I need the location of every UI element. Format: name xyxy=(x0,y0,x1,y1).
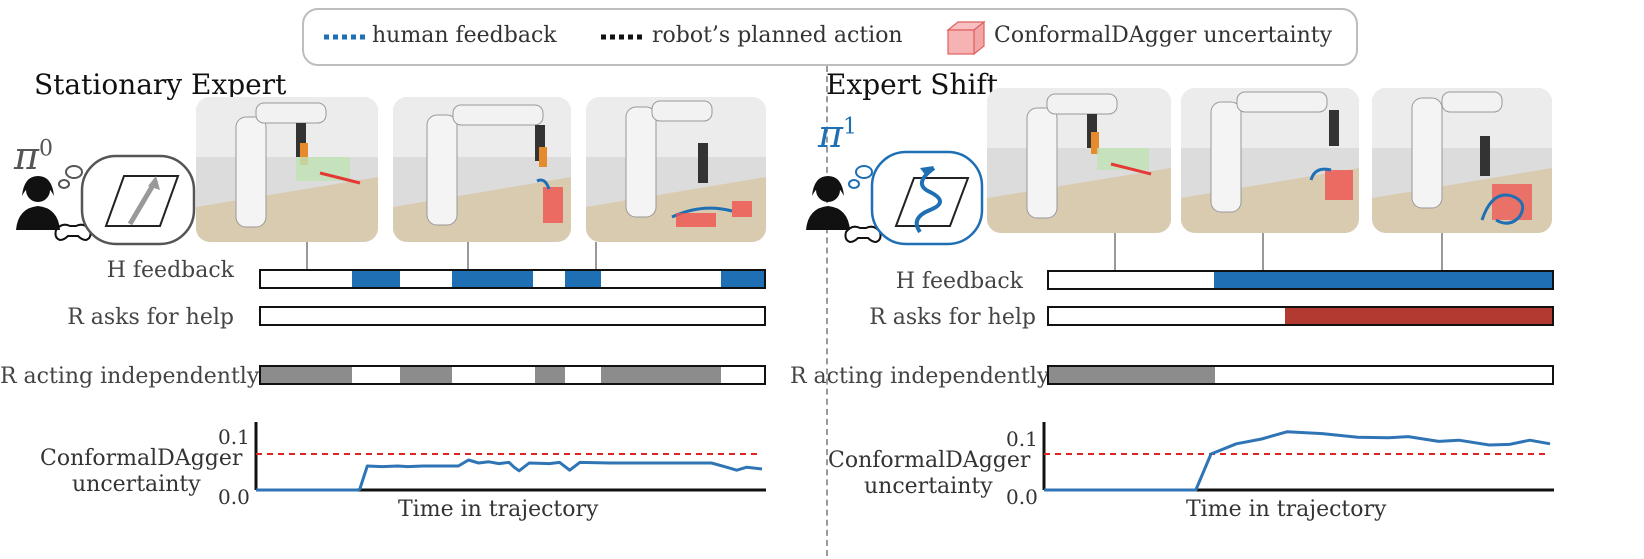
right-uncertainty-chart xyxy=(1042,422,1554,492)
human-feedback-swatch xyxy=(324,34,368,40)
right-policy-symbol: π1 xyxy=(818,112,857,156)
right-ylabel-2: uncertainty xyxy=(864,474,993,499)
legend: human feedback robot’s planned action Co… xyxy=(302,8,1358,66)
right-h-seg-1 xyxy=(1213,272,1552,288)
left-policy-symbol: π0 xyxy=(14,134,53,178)
left-ylabel-1: ConformalDAgger xyxy=(40,446,243,471)
left-h-feedback-bar xyxy=(259,269,766,289)
left-ytick-top: 0.1 xyxy=(218,425,250,449)
legend-human-feedback: human feedback xyxy=(372,23,557,48)
right-title: Expert Shift xyxy=(826,68,999,101)
left-r-seg-3 xyxy=(535,367,566,383)
left-r-seg-2 xyxy=(399,367,453,383)
right-chart-uncertainty-line xyxy=(1044,430,1551,492)
left-r-independent-bar xyxy=(259,365,766,385)
left-r-seg-1 xyxy=(261,367,352,383)
right-xlabel: Time in trajectory xyxy=(1186,497,1387,522)
left-r-help-bar xyxy=(259,306,766,326)
left-xlabel: Time in trajectory xyxy=(398,497,599,522)
uncertainty-cube-icon xyxy=(946,20,986,56)
robot-action-swatch xyxy=(601,34,645,40)
legend-robot-action: robot’s planned action xyxy=(652,23,903,48)
panel-divider xyxy=(826,66,828,556)
right-robot-photo-1 xyxy=(987,88,1171,233)
right-r-independent-bar xyxy=(1047,365,1554,385)
left-chart-uncertainty-line xyxy=(256,458,763,492)
right-connector-3 xyxy=(1441,233,1443,270)
right-connector-1 xyxy=(1114,233,1116,270)
right-robot-photo-3 xyxy=(1372,88,1552,233)
right-r-seg-1 xyxy=(1049,367,1215,383)
left-ylabel-2: uncertainty xyxy=(72,472,201,497)
right-help-seg-1 xyxy=(1285,308,1552,324)
left-robot-photo-2 xyxy=(393,97,571,242)
left-h-seg-3 xyxy=(565,271,601,287)
left-robot-photo-1 xyxy=(196,97,378,242)
left-h-seg-4 xyxy=(721,271,764,287)
left-connector-1 xyxy=(306,242,308,270)
left-connector-3 xyxy=(595,242,597,270)
left-r-independent-label: R acting independently xyxy=(0,364,260,389)
right-r-help-label: R asks for help xyxy=(869,305,1036,330)
legend-uncertainty: ConformalDAgger uncertainty xyxy=(994,23,1333,48)
right-human-thought-icon xyxy=(806,150,984,246)
right-ytick-bottom: 0.0 xyxy=(1006,485,1038,509)
right-h-feedback-label: H feedback xyxy=(895,269,1023,294)
left-h-seg-1 xyxy=(351,271,400,287)
left-r-help-label: R asks for help xyxy=(67,305,234,330)
left-uncertainty-chart xyxy=(254,422,766,492)
right-connector-2 xyxy=(1262,233,1264,270)
left-policy-sup: 0 xyxy=(38,136,53,162)
left-title: Stationary Expert xyxy=(34,68,287,101)
right-policy-pi: π xyxy=(818,112,843,156)
left-h-seg-2 xyxy=(452,271,533,287)
right-h-feedback-bar xyxy=(1047,270,1554,290)
right-ylabel-1: ConformalDAgger xyxy=(828,448,1031,473)
left-human-thought-icon xyxy=(16,154,196,246)
right-policy-sup: 1 xyxy=(842,114,857,140)
right-robot-photo-2 xyxy=(1181,88,1359,233)
left-connector-2 xyxy=(467,242,469,270)
right-r-independent-label: R acting independently xyxy=(790,364,1050,389)
left-r-seg-4 xyxy=(600,367,722,383)
right-ytick-top: 0.1 xyxy=(1006,427,1038,451)
left-policy-pi: π xyxy=(14,134,39,178)
right-r-help-bar xyxy=(1047,306,1554,326)
left-h-feedback-label: H feedback xyxy=(106,258,234,283)
left-robot-photo-3 xyxy=(586,97,766,242)
left-ytick-bottom: 0.0 xyxy=(218,485,250,509)
